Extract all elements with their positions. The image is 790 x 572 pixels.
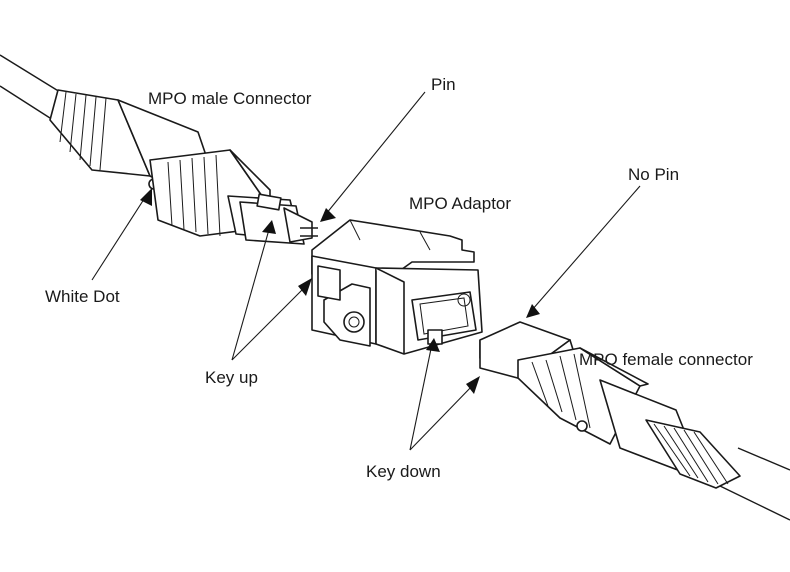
label-key-up: Key up xyxy=(205,368,258,387)
key-up-arrow-male xyxy=(262,220,276,234)
mpo-male-connector xyxy=(0,54,318,245)
pin-leader xyxy=(320,91,426,222)
guide-pins xyxy=(300,227,318,237)
mpo-adaptor xyxy=(311,219,483,355)
white-dot-arrow xyxy=(140,188,152,206)
adaptor-mount-hole xyxy=(343,311,365,333)
female-cable xyxy=(719,447,790,521)
label-pin: Pin xyxy=(431,75,456,94)
label-male-connector: MPO male Connector xyxy=(148,89,312,108)
white-dot-leader xyxy=(91,188,152,281)
male-cable xyxy=(0,54,61,119)
label-female-connector: MPO female connector xyxy=(579,350,753,369)
label-adaptor: MPO Adaptor xyxy=(409,194,512,213)
key-down-arrow-female xyxy=(466,376,480,394)
key-up-leaders xyxy=(231,220,312,361)
key-up-arrow-adaptor xyxy=(298,278,312,296)
mpo-female-connector xyxy=(479,321,790,521)
label-no-pin: No Pin xyxy=(628,165,680,184)
pin-arrow xyxy=(320,208,336,222)
male-ferrule xyxy=(227,193,313,245)
no-pin-arrow xyxy=(526,304,540,318)
female-housing xyxy=(517,347,649,445)
key-down-arrow-adaptor xyxy=(426,338,440,352)
no-pin-leader xyxy=(526,185,641,318)
label-key-down: Key down xyxy=(366,462,441,481)
label-white-dot: White Dot xyxy=(45,287,120,306)
female-boot xyxy=(599,379,741,489)
key-down-leaders xyxy=(409,338,480,451)
